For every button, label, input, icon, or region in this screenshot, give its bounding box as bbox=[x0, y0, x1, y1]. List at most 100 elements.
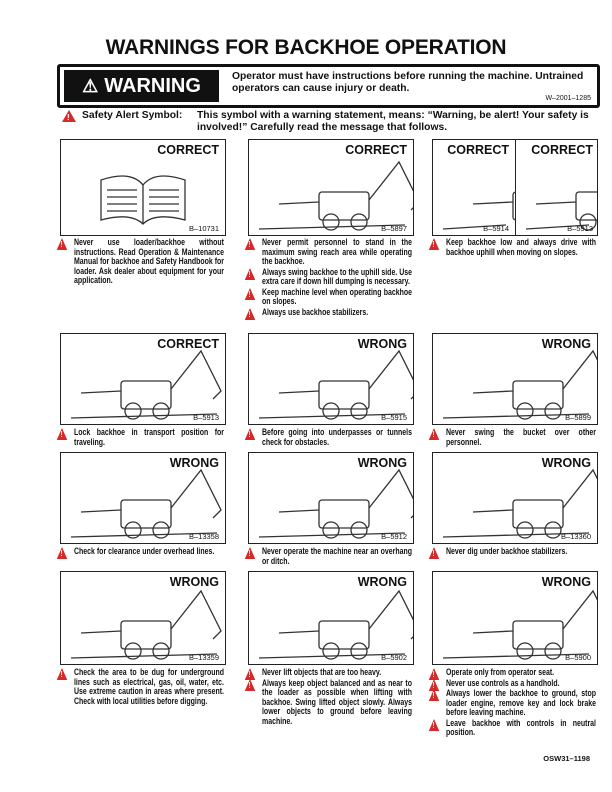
warning-item: Keep backhoe low and always drive with b… bbox=[428, 237, 596, 257]
warning-item-text: Never permit personnel to stand in the m… bbox=[262, 237, 412, 266]
warning-caption: Never operate the machine near an overha… bbox=[244, 546, 412, 567]
warning-item: Never permit personnel to stand in the m… bbox=[244, 237, 412, 267]
warning-caption: Operate only from operator seat.Never us… bbox=[428, 667, 596, 739]
safety-alert-icon bbox=[62, 110, 76, 124]
warning-item: Check for clearance under overhead lines… bbox=[56, 546, 224, 559]
wrong-label: WRONG bbox=[541, 575, 591, 589]
safety-alert-icon bbox=[56, 428, 68, 440]
illustration bbox=[442, 468, 597, 539]
illustration-panel: WRONG B–5900 bbox=[432, 571, 598, 665]
safety-alert-icon bbox=[244, 428, 256, 440]
warning-caption: Never swing the bucket over other person… bbox=[428, 427, 596, 448]
warning-item-text: Keep machine level when operating backho… bbox=[262, 286, 412, 306]
figure-code: B–10731 bbox=[188, 224, 219, 233]
illustration-panel: WRONG B–5899 bbox=[432, 333, 598, 425]
illustration bbox=[442, 349, 597, 420]
correct-label: CORRECT bbox=[157, 143, 219, 157]
illustration-panel: CORRECT B–10731 bbox=[60, 139, 226, 236]
illustration bbox=[525, 191, 597, 231]
figure-code: B–5899 bbox=[565, 413, 591, 422]
illustration bbox=[70, 589, 222, 660]
warning-item: Before going into underpasses or tunnels… bbox=[244, 427, 412, 447]
illustration bbox=[258, 589, 413, 660]
figure-code: B–5913 bbox=[567, 224, 593, 233]
wrong-label: WRONG bbox=[357, 337, 407, 351]
safety-alert-icon bbox=[244, 307, 256, 320]
safety-alert-icon bbox=[56, 547, 68, 559]
safety-alert-text: This symbol with a warning statement, me… bbox=[197, 110, 589, 133]
figure-code: B–5900 bbox=[565, 653, 591, 662]
footer-code: OSW31–1198 bbox=[543, 754, 590, 763]
warning-item: Never operate the machine near an overha… bbox=[244, 546, 412, 566]
warning-item-text: Never dig under backhoe stabilizers. bbox=[446, 546, 568, 556]
figure-code: B–5912 bbox=[381, 532, 407, 541]
safety-alert-icon bbox=[56, 238, 68, 250]
warning-item: Keep machine level when operating backho… bbox=[244, 286, 412, 307]
warning-label-text: WARNING bbox=[104, 74, 201, 97]
safety-alert-icon bbox=[428, 668, 440, 680]
warning-item-text: Always lower the backhoe to ground, stop… bbox=[446, 688, 596, 717]
illustration bbox=[442, 589, 597, 660]
wrong-label: WRONG bbox=[169, 575, 219, 589]
wrong-label: WRONG bbox=[357, 575, 407, 589]
illustration bbox=[100, 175, 186, 225]
warning-box: ⚠WARNING Operator must have instructions… bbox=[57, 64, 600, 108]
correct-label: CORRECT bbox=[531, 143, 593, 157]
warning-item-text: Check for clearance under overhead lines… bbox=[74, 546, 215, 556]
warning-text: Operator must have instructions before r… bbox=[232, 71, 584, 94]
warning-icon: ⚠ bbox=[82, 75, 99, 96]
warning-item: Check the area to be dug for underground… bbox=[56, 667, 224, 706]
safety-alert-icon bbox=[244, 287, 256, 300]
warning-caption: Never lift objects that are too heavy.Al… bbox=[244, 667, 412, 727]
safety-alert-icon bbox=[244, 668, 256, 680]
warning-caption: Check for clearance under overhead lines… bbox=[56, 546, 224, 559]
safety-alert-icon bbox=[244, 678, 256, 691]
wrong-label: WRONG bbox=[169, 456, 219, 470]
safety-alert-icon bbox=[428, 428, 440, 440]
warning-item: Never swing the bucket over other person… bbox=[428, 427, 596, 447]
warning-item-text: Always use backhoe stabilizers. bbox=[262, 306, 369, 317]
correct-label: CORRECT bbox=[345, 143, 407, 157]
warning-item-text: Before going into underpasses or tunnels… bbox=[262, 427, 412, 447]
warning-item: Operate only from operator seat. bbox=[428, 667, 596, 680]
warning-caption: Keep backhoe low and always drive with b… bbox=[428, 237, 596, 258]
figure-code: B–5897 bbox=[381, 224, 407, 233]
warning-caption: Never use loader/backhoe without instruc… bbox=[56, 237, 224, 287]
warning-item: Lock backhoe in transport position for t… bbox=[56, 427, 224, 447]
wrong-label: WRONG bbox=[541, 337, 591, 351]
warning-item-text: Always keep object balanced and as near … bbox=[262, 677, 412, 726]
warning-item-text: Check the area to be dug for underground… bbox=[74, 667, 224, 706]
warning-caption: Before going into underpasses or tunnels… bbox=[244, 427, 412, 448]
illustration bbox=[70, 349, 222, 420]
warning-item-text: Never use loader/backhoe without instruc… bbox=[74, 237, 224, 285]
warning-caption: Lock backhoe in transport position for t… bbox=[56, 427, 224, 448]
illustration bbox=[70, 468, 222, 539]
warning-item-text: Operate only from operator seat. bbox=[446, 667, 555, 677]
warning-item-text: Never swing the bucket over other person… bbox=[446, 427, 596, 447]
warning-item: Always use backhoe stabilizers. bbox=[244, 306, 412, 320]
safety-alert-icon bbox=[428, 678, 440, 691]
safety-alert-icon bbox=[428, 547, 440, 559]
figure-code: B–5913 bbox=[193, 413, 219, 422]
warning-caption: Never permit personnel to stand in the m… bbox=[244, 237, 412, 320]
warning-item-text: Never use controls as a handhold. bbox=[446, 677, 560, 688]
warning-item: Never use loader/backhoe without instruc… bbox=[56, 237, 224, 286]
page-title: WARNINGS FOR BACKHOE OPERATION bbox=[105, 36, 507, 59]
safety-alert-icon bbox=[244, 267, 256, 280]
safety-alert-label: Safety Alert Symbol: bbox=[82, 110, 183, 121]
warning-item-text: Lock backhoe in transport position for t… bbox=[74, 427, 224, 447]
illustration-panel: CORRECT B–5897 bbox=[248, 139, 414, 236]
wrong-label: WRONG bbox=[541, 456, 591, 470]
safety-alert-icon bbox=[428, 238, 440, 250]
figure-code: B–5914 bbox=[483, 224, 509, 233]
warning-item-text: Never operate the machine near an overha… bbox=[262, 546, 412, 566]
warning-item: Always lower the backhoe to ground, stop… bbox=[428, 688, 596, 718]
